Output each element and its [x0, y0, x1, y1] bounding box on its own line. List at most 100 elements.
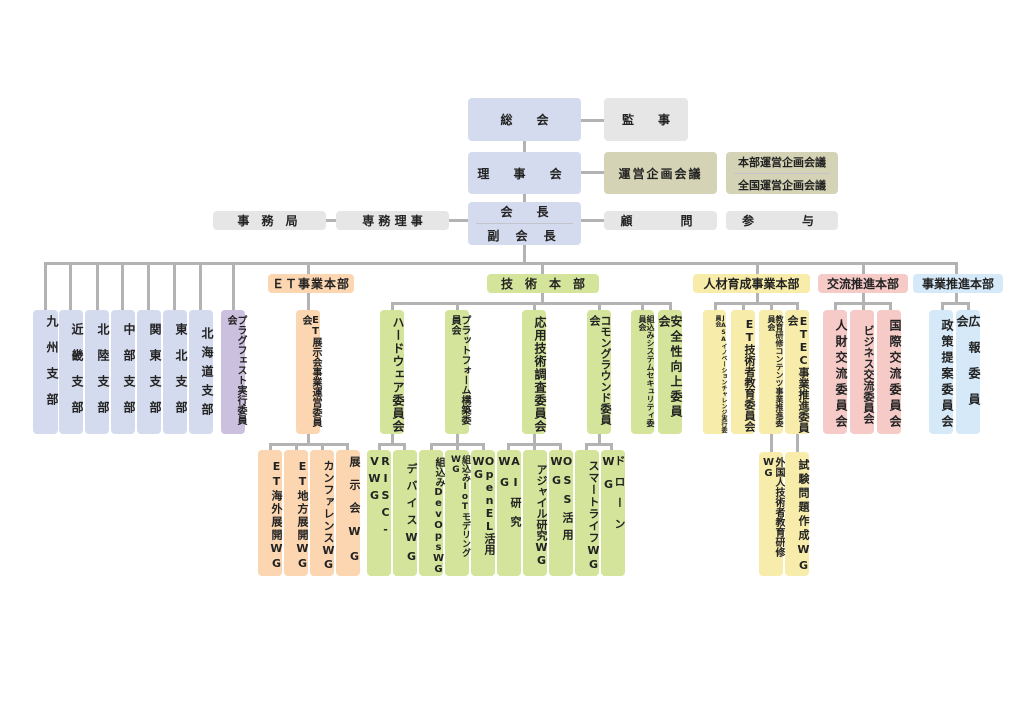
executive-director-box: 専 務 理 事 [336, 211, 449, 230]
general-assembly-label: 総 会 [500, 113, 549, 127]
committee-label: ET技術者教育委員会 [743, 317, 756, 432]
secretariat-label: 事 務 局 [237, 214, 302, 228]
wg-et-regional: ET地方展開WG [284, 450, 309, 576]
branch-chubu: 中部支部 [111, 310, 136, 434]
divider [733, 172, 831, 174]
wg-label: 試験問題作成WG [797, 458, 810, 575]
wg-et-overseas: ET海外展開WG [258, 450, 283, 576]
et-exhibition-committee: ET展示会事業運営委員会 [296, 310, 321, 434]
division-hr: 人材育成事業本部 [693, 274, 810, 293]
branch-tohoku: 東北支部 [163, 310, 188, 434]
wg-label: デバイスWG [405, 462, 418, 569]
division-tech-label: 技 術 本 部 [500, 277, 585, 291]
pr-committee: 広報委員会 [955, 310, 981, 434]
jasa-innovation-committee: JASAイノベーションチャレンジ実行委員会 [703, 310, 727, 434]
wg-label: スマートライフWG [587, 459, 600, 572]
committee-label: ET展示会事業運営委員会 [300, 315, 321, 427]
branch-label: 中部支部 [122, 322, 136, 427]
wg-label: OSS活用WG [550, 455, 574, 546]
auditor-label: 監 事 [621, 113, 670, 127]
branch-label: 東北支部 [174, 322, 188, 427]
wg-device: デバイスWG [393, 450, 418, 576]
business-exchange-committee: ビジネス交流委員会 [850, 310, 875, 434]
branch-label: 九州支部 [45, 315, 59, 419]
counselor-label: 参 与 [741, 214, 822, 228]
wg-agile-research: アジャイル研究WG [523, 450, 548, 576]
chairman-label: 会 長 [500, 205, 549, 219]
committee-label: 広報委員会 [955, 315, 981, 419]
vice-chairman-label: 副 会 長 [487, 229, 562, 243]
wg-label: AI研究WG [498, 455, 522, 535]
branch-kinki: 近畿支部 [59, 310, 84, 434]
wg-foreign-engineer-education: 外国人技術者教育研修WG [759, 452, 784, 576]
branch-label: 関東支部 [148, 322, 162, 427]
international-exchange-committee: 国際交流委員会 [877, 310, 902, 434]
division-et-label: ＥＴ事業本部 [271, 277, 350, 291]
committee-label: プラットフォーム構築委員会 [449, 315, 470, 425]
wg-label: 組込みDevOpsWG [433, 456, 444, 575]
branch-kyushu: 九州支部 [33, 310, 59, 434]
committee-label: 国際交流委員会 [888, 318, 902, 431]
wg-iot-modeling: 組込みIoTモデリングWG [445, 450, 470, 576]
wg-label: 外国人技術者教育研修WG [763, 457, 784, 557]
etec-committee: ETEC事業推進委員会 [785, 310, 810, 434]
committee-label: ハードウェア委員会 [391, 316, 405, 433]
management-meeting-box: 運営企画会議 [604, 152, 717, 194]
national-meeting-label: 全国運営企画会議 [738, 178, 826, 192]
committee-label: 政策提案委員会 [940, 318, 954, 431]
committee-label: 安全性向上委員会 [657, 315, 683, 420]
wg-label: 展示会WG [348, 456, 361, 575]
branch-kanto: 関東支部 [137, 310, 162, 434]
common-ground-committee: コモングラウンド委員会 [587, 310, 612, 434]
hq-meeting-label: 本部運営企画会議 [738, 155, 826, 169]
wg-label: ドローンWG [602, 455, 626, 539]
wg-label: 組込みIoTモデリングWG [451, 455, 470, 557]
division-et: ＥＴ事業本部 [268, 274, 354, 293]
committee-label: JASAイノベーションチャレンジ実行委員会 [714, 315, 727, 433]
executive-director-label: 専 務 理 事 [362, 214, 423, 228]
wg-drone: ドローンWG [601, 450, 626, 576]
wg-openel: OpenEL活用WG [471, 450, 496, 576]
chairman-box: 会 長 副 会 長 [468, 202, 581, 245]
committee-label: 人財交流委員会 [834, 318, 848, 431]
wg-label: アジャイル研究WG [535, 464, 548, 567]
plugfest-committee: プラグフェスト実行委員会 [221, 310, 246, 434]
wg-label: ET地方展開WG [296, 459, 309, 572]
branch-hokuriku: 北陸支部 [85, 310, 110, 434]
branch-label: 近畿支部 [70, 322, 84, 427]
divider [475, 223, 574, 224]
wg-conference: カンファレンスWG [310, 450, 335, 576]
branch-label: 北陸支部 [96, 322, 110, 427]
applied-tech-committee: 応用技術調査委員会 [522, 310, 547, 434]
wg-label: OpenEL活用WG [472, 455, 496, 555]
division-exchange: 交流推進本部 [818, 274, 908, 293]
committee-label: 応用技術調査委員会 [533, 316, 547, 433]
division-business: 事業推進本部 [913, 274, 1003, 293]
committee-label: コモングラウンド委員会 [588, 315, 612, 425]
embedded-security-committee: 組込みシステムセキュリティ委員会 [631, 310, 655, 434]
committee-label: 組込みシステムセキュリティ委員会 [638, 315, 655, 427]
wg-label: カンファレンスWG [322, 459, 335, 572]
committee-label: 教育研修コンテンツ事業推進委員会 [767, 315, 784, 427]
hardware-committee: ハードウェア委員会 [380, 310, 405, 434]
plugfest-label: プラグフェスト実行委員会 [225, 315, 246, 425]
auditor-box: 監 事 [604, 98, 688, 141]
division-exchange-label: 交流推進本部 [826, 277, 899, 291]
education-content-committee: 教育研修コンテンツ事業推進委員会 [759, 310, 784, 434]
wg-label: RISC-VWG [368, 455, 392, 540]
wg-devops: 組込みDevOpsWG [419, 450, 444, 576]
wg-riscv: RISC-VWG [367, 450, 392, 576]
committee-label: ETEC事業推進委員会 [786, 315, 810, 433]
committee-label: ビジネス交流委員会 [862, 325, 875, 424]
branch-hokkaido: 北海道支部 [189, 310, 214, 434]
wg-exam-creation: 試験問題作成WG [785, 452, 810, 576]
policy-proposal-committee: 政策提案委員会 [929, 310, 954, 434]
division-business-label: 事業推進本部 [921, 277, 994, 291]
wg-oss: OSS活用WG [549, 450, 574, 576]
general-assembly-box: 総 会 [468, 98, 581, 141]
advisor-box: 顧 問 [604, 211, 717, 230]
et-engineer-education-committee: ET技術者教育委員会 [731, 310, 756, 434]
advisor-label: 顧 問 [620, 214, 701, 228]
division-tech: 技 術 本 部 [487, 274, 599, 293]
division-hr-label: 人材育成事業本部 [703, 277, 800, 291]
